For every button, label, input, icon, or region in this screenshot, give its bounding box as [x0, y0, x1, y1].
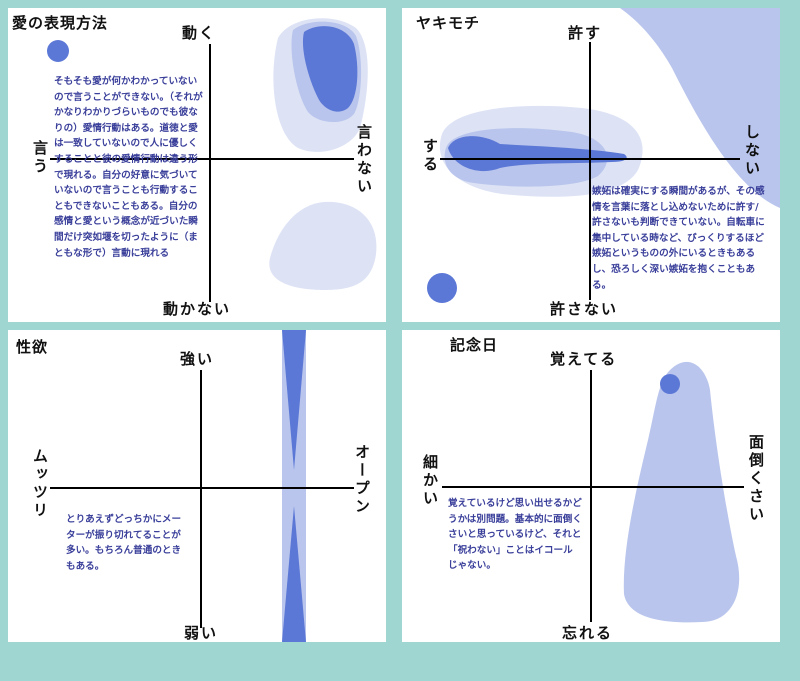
love-axis-left: 言う — [31, 140, 49, 176]
panel-love: 愛の表現方法 動く 動かない 言う 言わない そもそも愛が何かわかっていないので… — [8, 8, 386, 322]
jealousy-corner-blob — [620, 8, 780, 208]
love-title: 愛の表現方法 — [12, 14, 109, 32]
jealousy-blob-dark — [448, 136, 627, 172]
libido-title: 性欲 — [16, 338, 49, 356]
love-axis-right: 言わない — [355, 124, 373, 196]
libido-axis-top: 強い — [180, 350, 215, 368]
jealousy-dot — [427, 273, 457, 303]
libido-chart — [50, 330, 354, 642]
love-blob-dark-top — [302, 26, 358, 112]
libido-axis-left: ムッツリ — [31, 448, 49, 520]
anniversary-axis-top: 覚えてる — [550, 350, 618, 368]
love-dot — [47, 40, 69, 62]
love-note: そもそも愛が何かわかっていないので言うことができない。（それがかなりわかりづらい… — [54, 76, 203, 259]
panel-jealousy: ヤキモチ 許す 許さない する しない 嫉妬は確実にする瞬間があるが、その感情を… — [402, 8, 780, 322]
jealousy-note: 嫉妬は確実にする瞬間があるが、その感情を言葉に落とし込めないために許す/許さない… — [592, 186, 765, 291]
libido-meter-bottom — [282, 506, 306, 642]
jealousy-axis-right: しない — [743, 124, 761, 178]
anniversary-note: 覚えているけど思い出せるかどうかは別問題。基本的に面倒くさいと思っているけど、そ… — [448, 498, 582, 572]
jealousy-title: ヤキモチ — [416, 14, 481, 32]
love-axis-bottom: 動かない — [163, 300, 232, 318]
libido-note: とりあえずどっちかにメーターが振り切れてることが多い。もちろん普通のときもある。 — [66, 514, 182, 572]
jealousy-axis-left: する — [421, 138, 439, 174]
panel-anniversary: 記念日 覚えてる 忘れる 細かい 面倒くさい 覚えているけど思い出せるかどうかは… — [402, 330, 780, 642]
anniversary-axis-left: 細かい — [421, 454, 439, 508]
panel-libido: 性欲 強い 弱い ムッツリ オープン とりあえずどっちかにメーターが振り切れてる… — [8, 330, 386, 642]
anniversary-blob-mid — [623, 361, 740, 623]
love-axis-top: 動く — [182, 24, 217, 42]
jealousy-axis-top: 許す — [568, 24, 603, 42]
libido-axis-right: オープン — [353, 444, 371, 516]
anniversary-chart — [442, 361, 744, 623]
anniversary-title: 記念日 — [450, 336, 499, 354]
jealousy-chart — [427, 8, 780, 303]
love-chart — [47, 18, 377, 302]
anniversary-axis-bottom: 忘れる — [562, 624, 614, 642]
anniversary-dot — [660, 374, 680, 394]
love-blob-light-bottom — [269, 201, 377, 290]
libido-meter-top — [282, 330, 306, 470]
libido-axis-bottom: 弱い — [184, 624, 219, 642]
anniversary-axis-right: 面倒くさい — [747, 434, 765, 524]
jealousy-axis-bottom: 許さない — [550, 300, 619, 318]
